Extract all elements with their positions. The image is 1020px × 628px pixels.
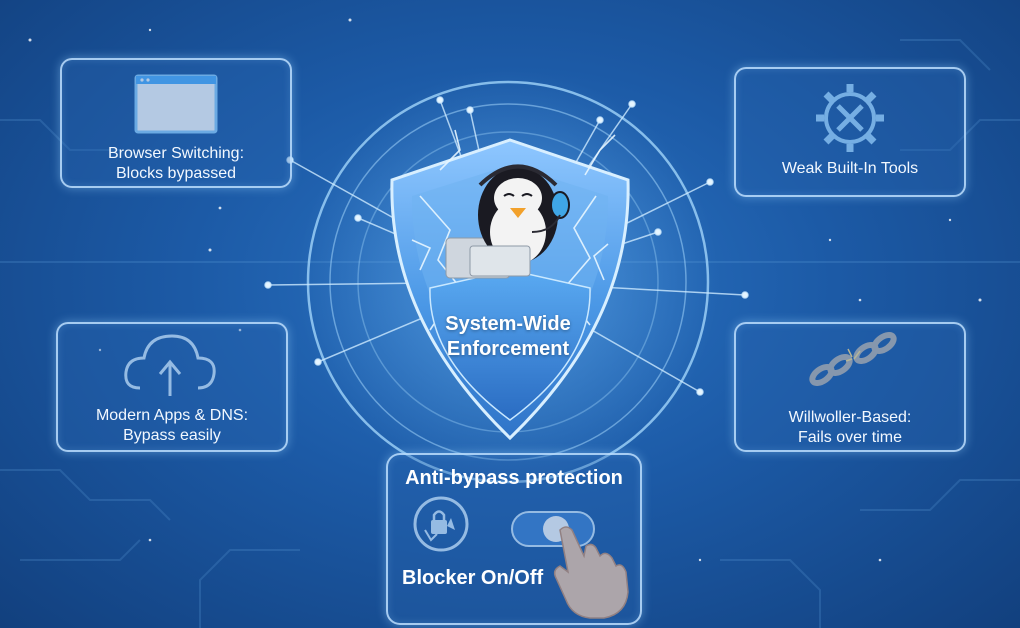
gear-wrench-icon	[816, 84, 884, 152]
card-modern-apps: Modern Apps & DNS: Bypass easily	[56, 322, 288, 452]
lock-refresh-icon	[413, 496, 469, 552]
pointing-hand-icon	[553, 526, 629, 619]
penguin-mascot	[445, 164, 570, 279]
protection-title: Anti-bypass protection	[405, 467, 623, 489]
card-browser-label: Browser Switching: Blocks bypassed	[107, 145, 245, 182]
card-browser-switching: Browser Switching: Blocks bypassed	[60, 58, 292, 188]
card-willpower: Willwoller-Based: Fails over time	[734, 322, 966, 452]
card-tools-label: Weak Built-In Tools	[781, 160, 919, 177]
blocker-toggle-label[interactable]: Blocker On/Off	[402, 567, 544, 589]
anti-bypass-panel: Anti-bypass protection Blocker On/Off	[386, 453, 642, 625]
broken-chain-icon	[809, 332, 897, 386]
cloud-upload-icon	[124, 334, 216, 396]
card-apps-label: Modern Apps & DNS: Bypass easily	[95, 407, 249, 444]
shield-title: System-Wide Enforcement	[445, 313, 571, 360]
shield-icon	[390, 129, 630, 441]
card-willpower-label: Willwoller-Based: Fails over time	[788, 409, 912, 446]
browser-window-icon	[134, 74, 218, 134]
shield-rings	[306, 80, 710, 484]
card-weak-tools: Weak Built-In Tools	[734, 67, 966, 197]
